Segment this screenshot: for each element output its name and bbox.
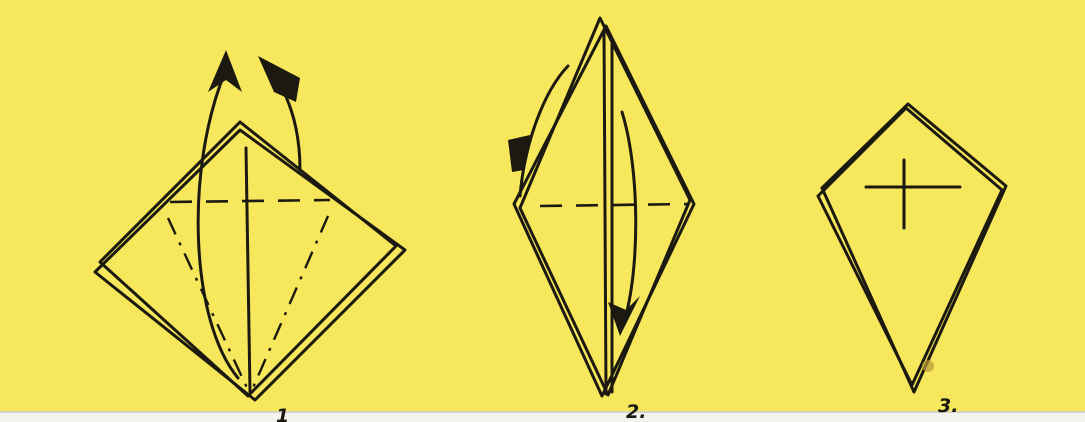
step-2-number: 2. (626, 401, 646, 422)
step-3-ink-spot (922, 360, 934, 372)
step-1-number: 1 (276, 405, 289, 422)
step-3-number: 3. (938, 395, 958, 417)
step-2-center-line (604, 30, 606, 394)
